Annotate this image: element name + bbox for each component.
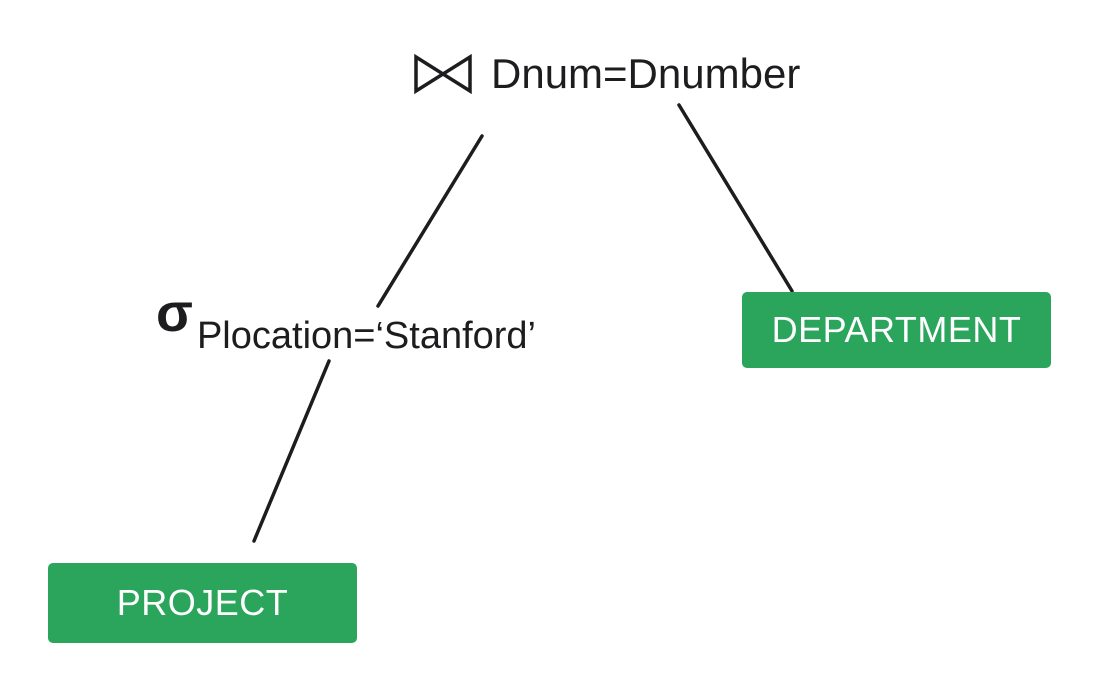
selection-node: σ Plocation=‘Stanford’ — [156, 286, 536, 355]
join-condition-label: Dnum=Dnumber — [491, 50, 801, 97]
edge-join-department — [677, 103, 794, 293]
sigma-operator: σ — [156, 283, 193, 343]
selection-condition-label: Plocation=‘Stanford’ — [196, 315, 537, 357]
edge-join-selection — [376, 134, 484, 308]
join-node: Dnum=Dnumber — [413, 53, 800, 95]
relation-box-project: PROJECT — [48, 563, 357, 643]
edge-selection-project — [252, 359, 331, 543]
join-bowtie-icon — [414, 54, 472, 94]
relation-label: DEPARTMENT — [771, 309, 1022, 350]
relation-label: PROJECT — [116, 582, 289, 623]
relation-box-department: DEPARTMENT — [742, 292, 1051, 368]
